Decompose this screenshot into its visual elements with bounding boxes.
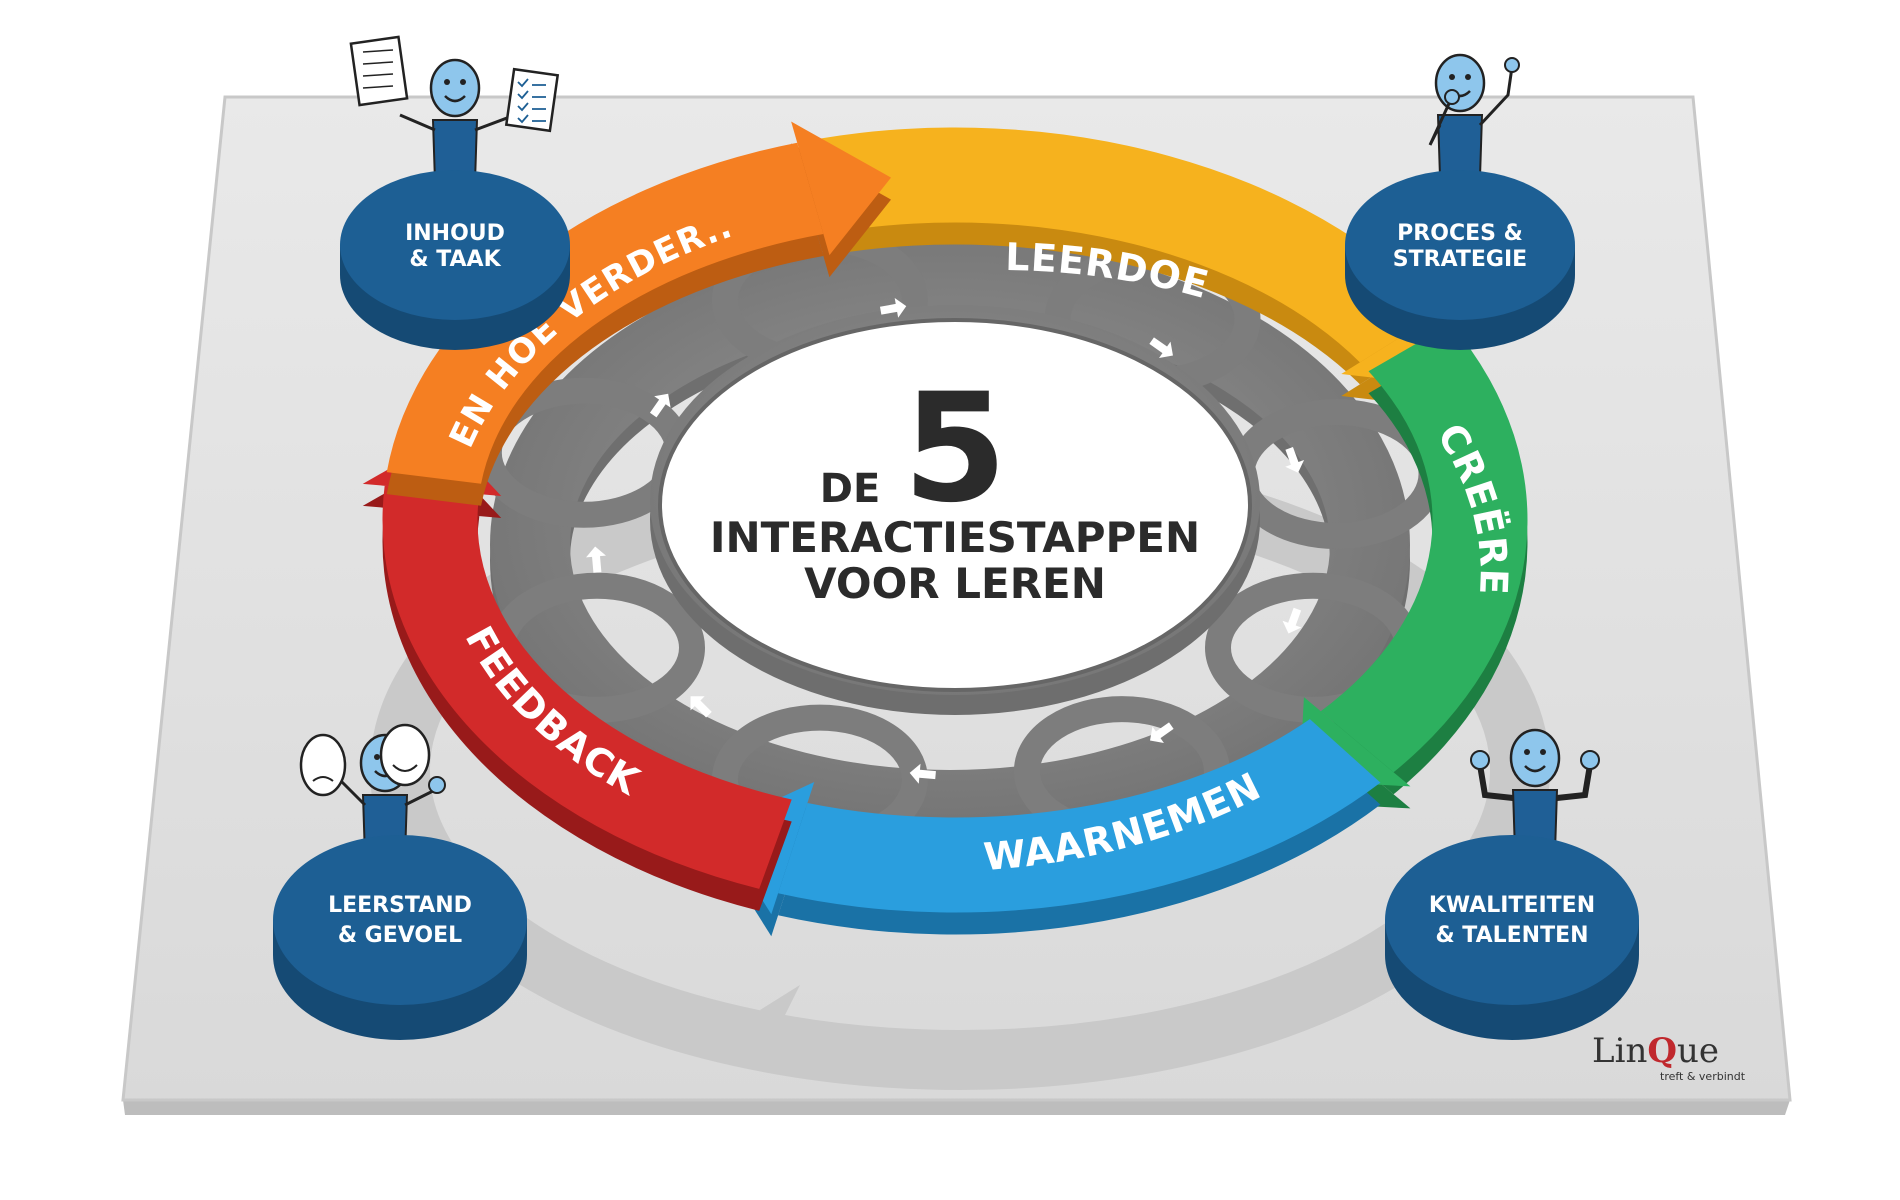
corner-label-line-2: & TALENTEN (1435, 923, 1588, 948)
title-line-2: VOOR LEREN (804, 559, 1106, 608)
corner-proces-strategie: PROCES & STRATEGIE (1345, 53, 1575, 350)
gear-direction-arrow-icon (1285, 446, 1305, 473)
gear-direction-arrow-icon (690, 696, 712, 718)
logo-name-b: Q (1647, 1031, 1677, 1071)
corner-label-line-2: & GEVOEL (338, 923, 462, 948)
title-prefix: DE (820, 466, 881, 512)
gear-direction-arrow-icon (879, 298, 907, 318)
gear-direction-arrow-icon (1282, 607, 1302, 634)
gear-direction-arrow-icon (1149, 337, 1173, 358)
corner-label-line-1: LEERSTAND (328, 893, 472, 918)
gear-direction-arrow-icon (649, 393, 671, 418)
center-title: DE 5 INTERACTIESTAPPEN VOOR LEREN (710, 362, 1200, 608)
svg-text:LinQue: LinQue (1592, 1031, 1719, 1071)
corner-label-line-1: KWALITEITEN (1429, 893, 1595, 918)
title-number: 5 (903, 362, 1007, 536)
step-arrow-en-hoe-verder (386, 121, 892, 506)
linque-logo: LinQue treft & verbindt (1592, 1031, 1746, 1083)
title-line-1: INTERACTIESTAPPEN (710, 513, 1200, 562)
corner-label-line-2: & TAAK (409, 247, 501, 272)
logo-tagline: treft & verbindt (1660, 1070, 1746, 1083)
corner-inhoud-taak: INHOUD & TAAK (340, 35, 570, 350)
gear-direction-arrow-icon (586, 546, 606, 573)
corner-leerstand-gevoel: LEERSTAND & GEVOEL (273, 723, 527, 1040)
corner-label-line-1: PROCES & (1397, 221, 1523, 246)
logo-name-a: Lin (1592, 1031, 1647, 1071)
cycle-ring (362, 121, 1528, 937)
gear-direction-arrow-icon (1150, 722, 1174, 743)
logo-name-c: ue (1677, 1031, 1719, 1071)
gear-direction-arrow-icon (909, 763, 936, 784)
corner-label-line-2: STRATEGIE (1393, 247, 1527, 272)
corner-label-line-1: INHOUD (405, 221, 505, 246)
corner-kwaliteiten-talenten: KWALITEITEN & TALENTEN (1385, 728, 1639, 1040)
